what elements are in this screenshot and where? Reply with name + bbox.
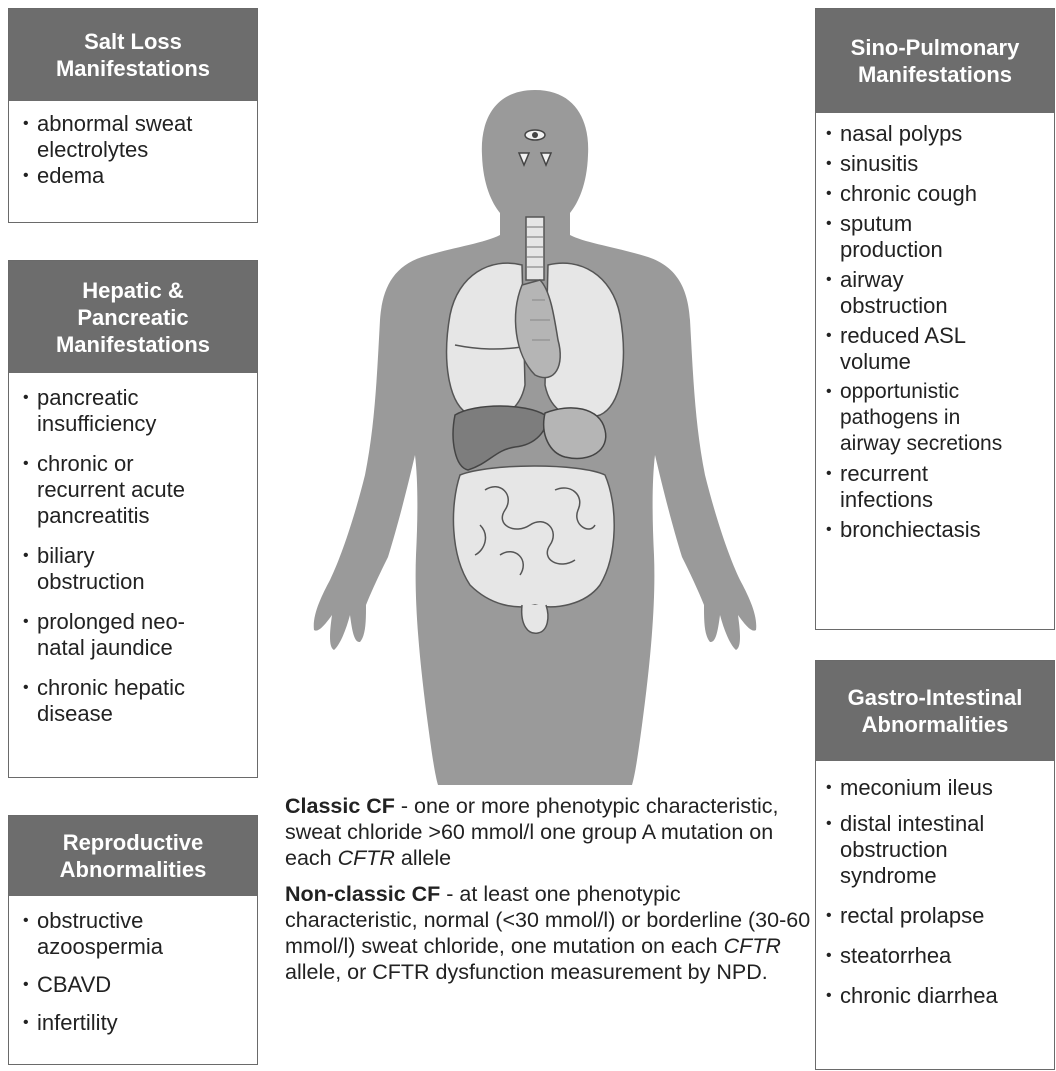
- hepatic-pancreatic-header: Hepatic & Pancreatic Manifestations: [9, 261, 257, 373]
- classic-cf-gene: CFTR: [338, 846, 395, 870]
- classic-cf-term: Classic CF: [285, 794, 395, 818]
- list-item: distal intestinal obstruction syndrome: [826, 811, 1052, 889]
- reproductive-title: Reproductive Abnormalities: [60, 829, 207, 883]
- list-item: meconium ileus: [826, 775, 1052, 801]
- trachea-icon: [526, 217, 544, 280]
- nonclassic-cf-definition: Non-classic CF - at least one phenotypic…: [285, 881, 815, 985]
- human-body-figure: [300, 85, 770, 785]
- list-item: biliary obstruction: [23, 543, 251, 595]
- list-item: nasal polyps: [826, 121, 1052, 147]
- list-item: chronic diarrhea: [826, 983, 1052, 1009]
- gastro-intestinal-title: Gastro-Intestinal Abnormalities: [848, 684, 1023, 738]
- list-item: chronic hepatic disease: [23, 675, 251, 727]
- salt-loss-title: Salt Loss Manifestations: [56, 28, 210, 82]
- list-item: pancreatic insufficiency: [23, 385, 251, 437]
- hepatic-pancreatic-list: pancreatic insufficiency chronic or recu…: [9, 373, 257, 733]
- salt-loss-box: Salt Loss Manifestations abnormal sweat …: [8, 8, 258, 223]
- list-item: steatorrhea: [826, 943, 1052, 969]
- cf-definitions: Classic CF - one or more phenotypic char…: [285, 793, 815, 995]
- list-item: recurrent infections: [826, 461, 1052, 513]
- hepatic-pancreatic-box: Hepatic & Pancreatic Manifestations panc…: [8, 260, 258, 778]
- list-item: obstructive azoospermia: [23, 908, 251, 960]
- salt-loss-header: Salt Loss Manifestations: [9, 9, 257, 101]
- gastro-intestinal-list: meconium ileus distal intestinal obstruc…: [816, 761, 1054, 1015]
- reproductive-box: Reproductive Abnormalities obstructive a…: [8, 815, 258, 1065]
- list-item: reduced ASL volume: [826, 323, 1052, 375]
- list-item: sinusitis: [826, 151, 1052, 177]
- gastro-intestinal-header: Gastro-Intestinal Abnormalities: [816, 661, 1054, 761]
- nonclassic-cf-term: Non-classic CF: [285, 882, 440, 906]
- list-item: edema: [23, 163, 251, 189]
- list-item: airway obstruction: [826, 267, 1052, 319]
- gastro-intestinal-box: Gastro-Intestinal Abnormalities meconium…: [815, 660, 1055, 1070]
- reproductive-header: Reproductive Abnormalities: [9, 816, 257, 896]
- list-item: chronic cough: [826, 181, 1052, 207]
- classic-cf-definition: Classic CF - one or more phenotypic char…: [285, 793, 815, 871]
- classic-cf-text-b: allele: [395, 846, 451, 870]
- list-item: prolonged neo- natal jaundice: [23, 609, 251, 661]
- hepatic-pancreatic-title: Hepatic & Pancreatic Manifestations: [56, 277, 210, 358]
- reproductive-list: obstructive azoospermia CBAVD infertilit…: [9, 896, 257, 1042]
- sino-pulmonary-box: Sino-Pulmonary Manifestations nasal poly…: [815, 8, 1055, 630]
- list-item: chronic or recurrent acute pancreatitis: [23, 451, 251, 529]
- sino-pulmonary-list: nasal polyps sinusitis chronic cough spu…: [816, 113, 1054, 549]
- list-item: CBAVD: [23, 972, 251, 998]
- list-item: bronchiectasis: [826, 517, 1052, 543]
- list-item: abnormal sweat electrolytes: [23, 111, 251, 163]
- list-item: rectal prolapse: [826, 903, 1052, 929]
- salt-loss-list: abnormal sweat electrolytes edema: [9, 101, 257, 195]
- sino-pulmonary-title: Sino-Pulmonary Manifestations: [851, 34, 1020, 88]
- nonclassic-cf-text-b: allele, or CFTR dysfunction measurement …: [285, 960, 768, 984]
- stomach-icon: [544, 408, 606, 459]
- sino-pulmonary-header: Sino-Pulmonary Manifestations: [816, 9, 1054, 113]
- nonclassic-cf-gene: CFTR: [724, 934, 781, 958]
- list-item: sputum production: [826, 211, 1052, 263]
- list-item: infertility: [23, 1010, 251, 1036]
- list-item: opportunistic pathogens in airway secret…: [826, 379, 1052, 457]
